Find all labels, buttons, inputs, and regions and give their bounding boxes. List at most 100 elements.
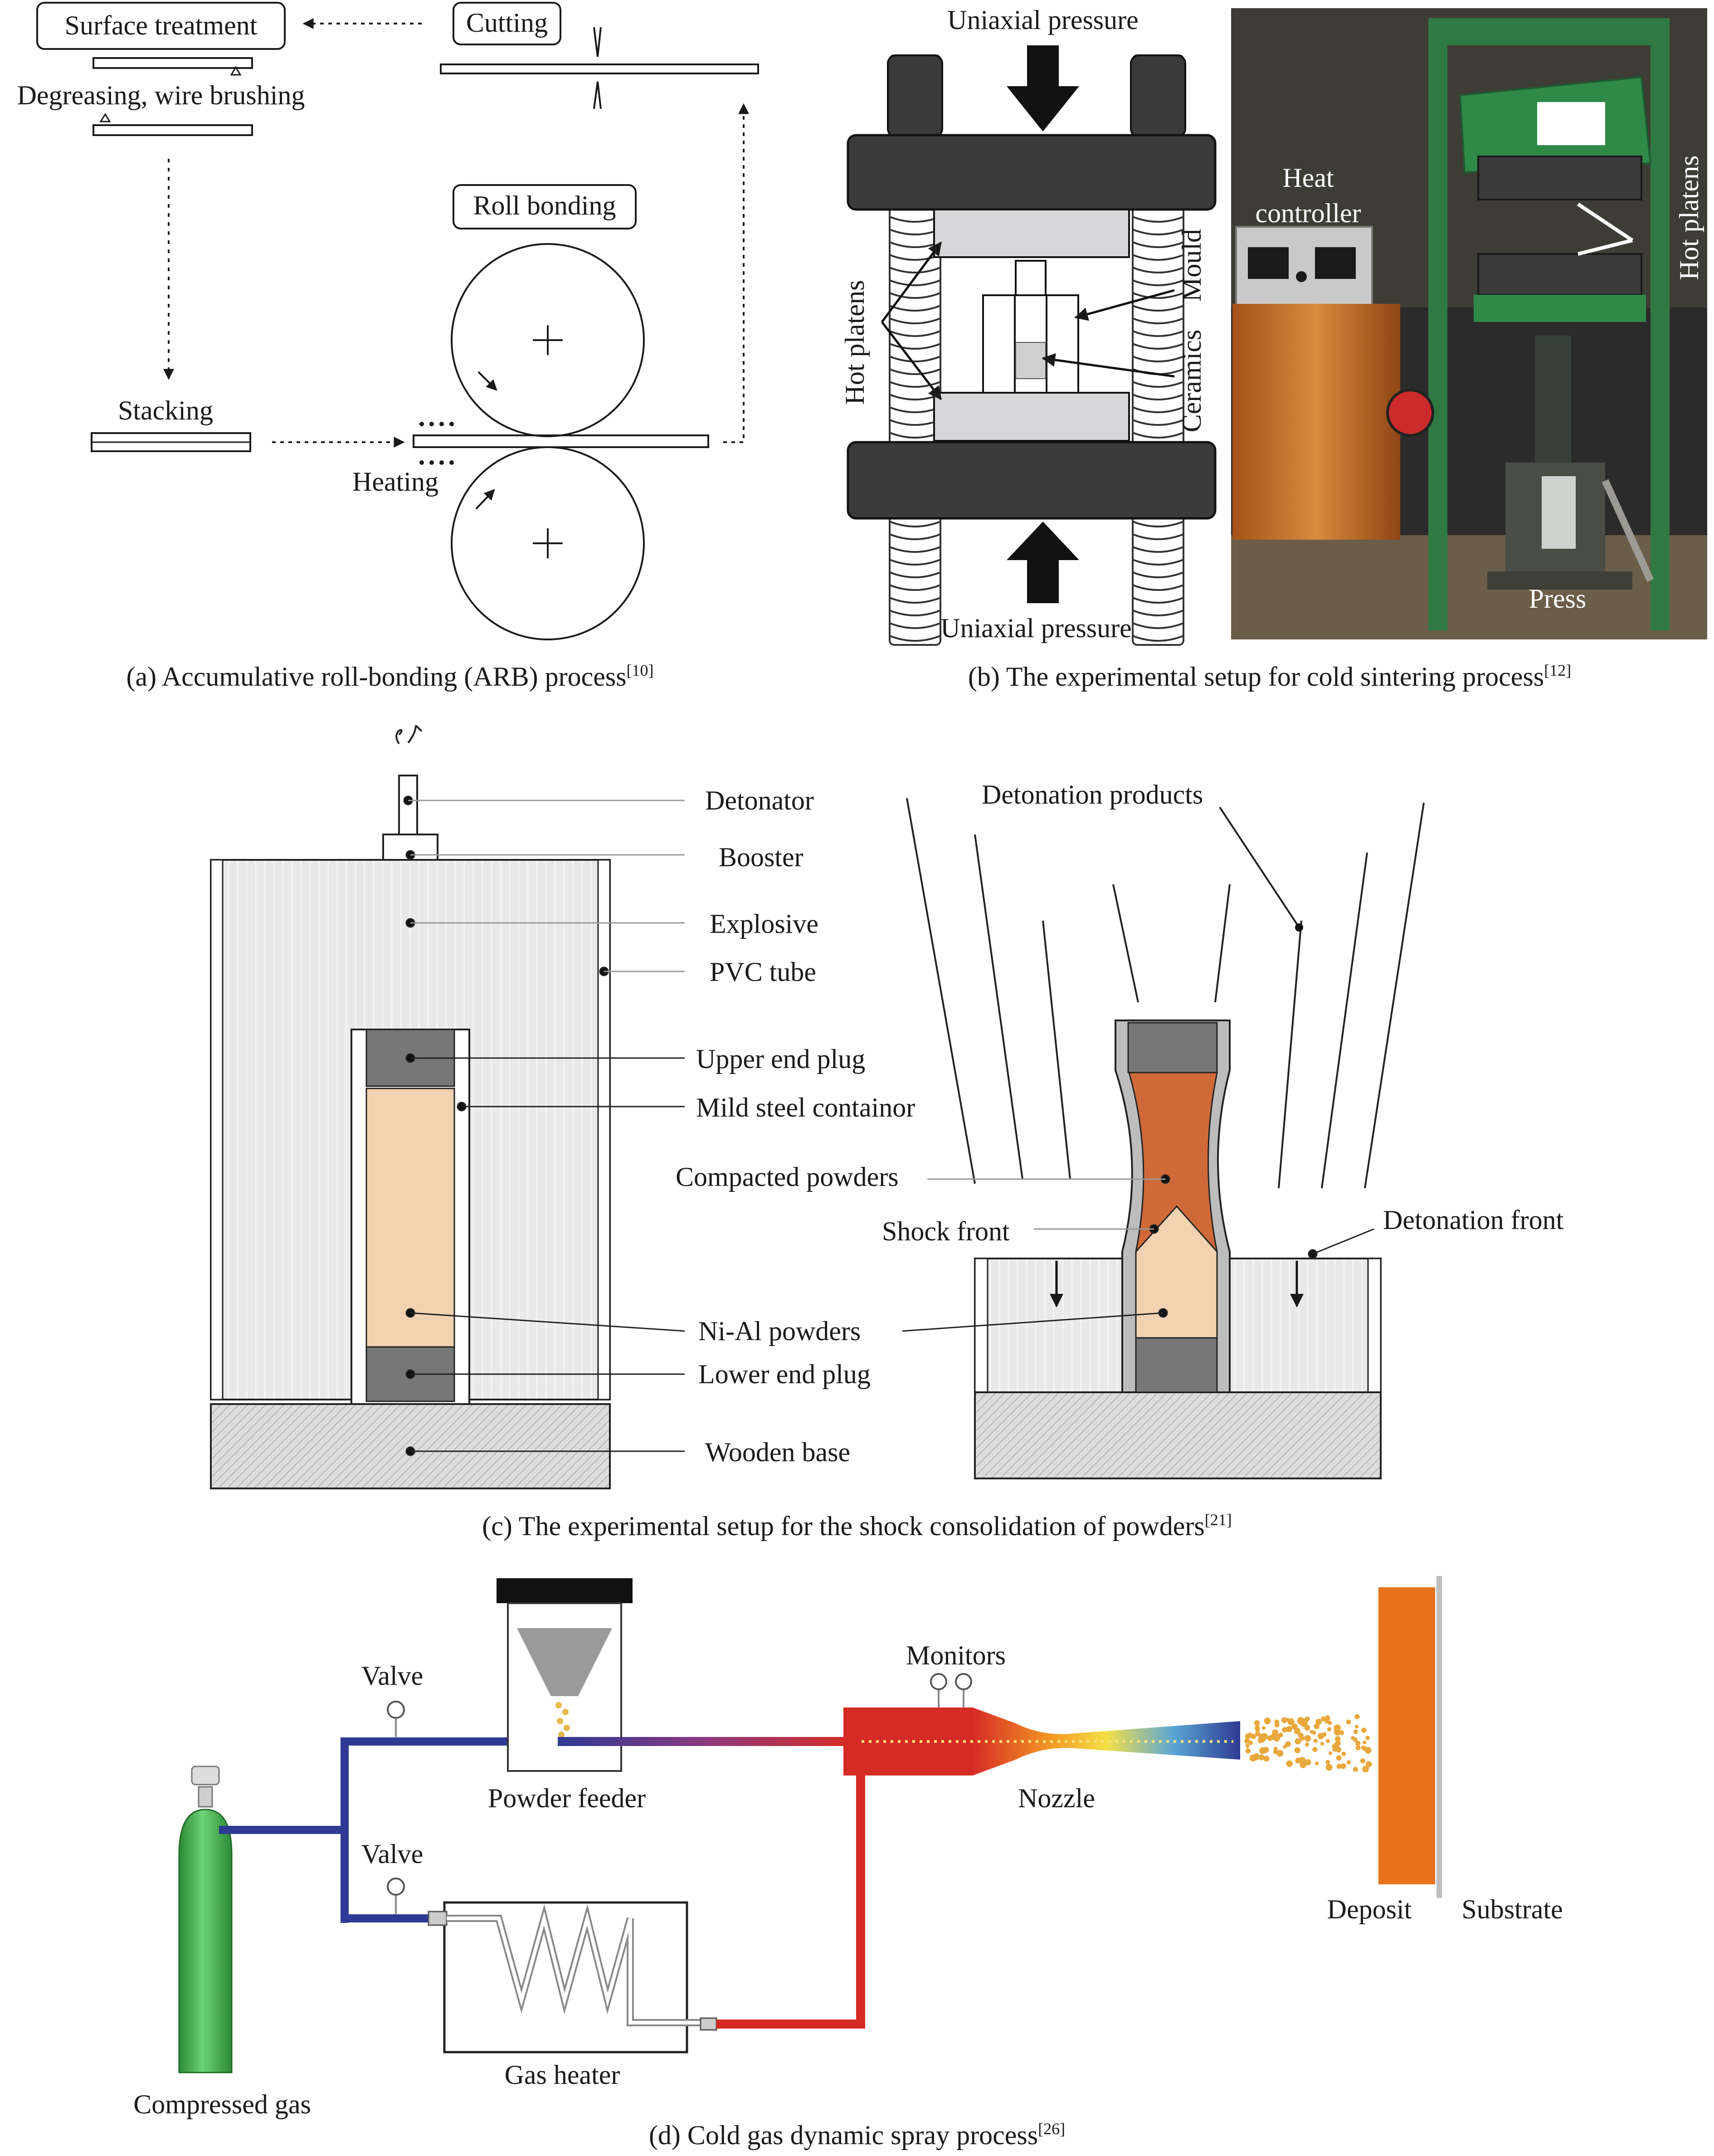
caption-d: (d) Cold gas dynamic spray process[26] <box>649 2120 1065 2150</box>
substrate <box>1436 1576 1442 1898</box>
press-label: Press <box>1529 584 1587 614</box>
caption-a: (a) Accumulative roll-bonding (ARB) proc… <box>126 661 653 692</box>
powder-gas-pipe <box>558 1737 848 1746</box>
right-upper-plug <box>1127 1022 1218 1073</box>
ceramics-sample <box>1015 342 1046 379</box>
left-screw-cap <box>887 54 943 138</box>
cutting-label: Cutting <box>466 8 548 38</box>
hot-platen-arrow-1 <box>881 241 942 323</box>
wooden-base-label: Wooden base <box>705 1437 850 1467</box>
caption-c: (c) The experimental setup for the shock… <box>482 1511 1232 1541</box>
panel-a: Surface treatment Cutting Degreasing, wi… <box>17 2 759 692</box>
hot-gas-pipe <box>716 1766 865 2029</box>
right-screw-cap <box>1130 54 1186 138</box>
roll-bonding-label: Roll bonding <box>473 190 616 220</box>
nozzle <box>973 1707 1240 1776</box>
monitor-2 <box>955 1673 972 1690</box>
strip-through-rolls <box>413 434 709 448</box>
upper-hot-platen <box>933 209 1130 258</box>
ni-al-powder-column <box>365 1088 455 1348</box>
cutting-box <box>453 2 561 45</box>
treated-sheet-top <box>93 57 253 69</box>
bottom-press-plate <box>847 441 1217 520</box>
upper-roll-rotation-arrow <box>477 371 497 391</box>
explosive-label: Explosive <box>710 909 818 939</box>
right-wooden-base <box>974 1391 1382 1479</box>
heater-outlet <box>700 2017 717 2031</box>
unshocked-powder <box>1135 1205 1218 1339</box>
pvc-tube-label: PVC tube <box>710 957 816 987</box>
hot-platen-arrow-2 <box>881 321 942 400</box>
falling-powder <box>555 1702 570 1738</box>
pressure-arrow-up <box>1007 522 1079 603</box>
right-lower-plug <box>1135 1337 1218 1393</box>
wooden-base <box>210 1403 611 1489</box>
valve-top-label: Valve <box>361 1661 424 1691</box>
upper-roll <box>451 243 645 437</box>
valve-top <box>387 1701 405 1719</box>
ceramics-label: Ceramics <box>1177 330 1207 433</box>
cylinder-valve <box>198 1786 213 1808</box>
feeder-lid <box>497 1578 633 1603</box>
spray-particles <box>1244 1714 1372 1773</box>
upper-blade <box>593 27 602 57</box>
right-pvc-right <box>1367 1258 1382 1395</box>
hot-platens-label: Hot platens <box>840 280 870 405</box>
cut-sheet <box>440 63 759 74</box>
detonator-label: Detonator <box>705 785 814 815</box>
pressure-arrow-down <box>1007 45 1079 132</box>
uniaxial-top-label: Uniaxial pressure <box>947 5 1139 35</box>
mild-steel-label: Mild steel containor <box>696 1093 915 1122</box>
shock-front-label: Shock front <box>882 1216 1010 1246</box>
gas-pipe-upper <box>341 1737 558 1923</box>
degreasing-label: Degreasing, wire brushing <box>17 80 305 110</box>
left-leaders <box>403 795 685 1456</box>
heat-dots <box>419 422 454 465</box>
monitor-1 <box>930 1673 947 1690</box>
pvc-wall-left <box>210 859 224 1400</box>
ni-al-label: Ni-Al powders <box>698 1316 861 1346</box>
lower-roll-rotation-arrow <box>475 489 495 510</box>
booster-label: Booster <box>719 842 803 872</box>
lower-end-plug-label: Lower end plug <box>698 1359 871 1389</box>
surface-treatment-label: Surface treatment <box>65 10 258 40</box>
panel-b: Uniaxial pressure Uniaxial pressure Hot … <box>840 5 1707 692</box>
panel-c: Detonator Booster Explosive PVC tube Upp… <box>210 725 1564 1541</box>
treated-sheet-bottom <box>93 124 253 136</box>
right-leaders <box>902 1174 1374 1332</box>
substrate-label: Substrate <box>1461 1894 1563 1924</box>
press-photo: Heat controller Hot platens Press <box>1231 8 1707 639</box>
gas-heater-label: Gas heater <box>505 2060 620 2090</box>
controller-label: controller <box>1255 198 1361 228</box>
return-to-cutting-arrow <box>723 103 749 443</box>
lower-blade <box>593 81 602 109</box>
top-press-plate <box>847 134 1217 211</box>
deposit-label: Deposit <box>1327 1894 1412 1924</box>
mould-label: Mould <box>1177 229 1207 302</box>
detonation-front-label: Detonation front <box>1383 1205 1564 1235</box>
heat-label: Heat <box>1282 163 1334 193</box>
mould-arrow <box>1074 289 1175 321</box>
roll-bonding-box <box>453 184 637 229</box>
lower-hot-platen <box>933 392 1130 442</box>
gas-heater <box>443 1901 688 2054</box>
products-leader-dot <box>1295 923 1303 932</box>
deposit <box>1378 1587 1435 1884</box>
heater-coil-inner <box>447 1911 703 2024</box>
valve-bottom <box>387 1878 405 1896</box>
gas-cylinder <box>178 1809 233 2073</box>
mould-punch <box>1015 260 1047 296</box>
feeder-hopper <box>517 1628 612 1696</box>
upper-end-plug-label: Upper end plug <box>696 1044 865 1074</box>
brush-icon-bottom <box>99 113 111 122</box>
compacted-powders-label: Compacted powders <box>676 1162 899 1192</box>
ceramics-arrow <box>1042 353 1175 378</box>
photo-hot-platens-label: Hot platens <box>1674 156 1704 280</box>
caption-b: (b) The experimental setup for cold sint… <box>968 661 1571 692</box>
detonator-wires <box>395 725 423 745</box>
detonation-products-label: Detonation products <box>982 780 1203 810</box>
pvc-tube-wall <box>597 859 611 1400</box>
monitors-label: Monitors <box>906 1640 1006 1670</box>
brush-icon-top <box>230 66 242 76</box>
